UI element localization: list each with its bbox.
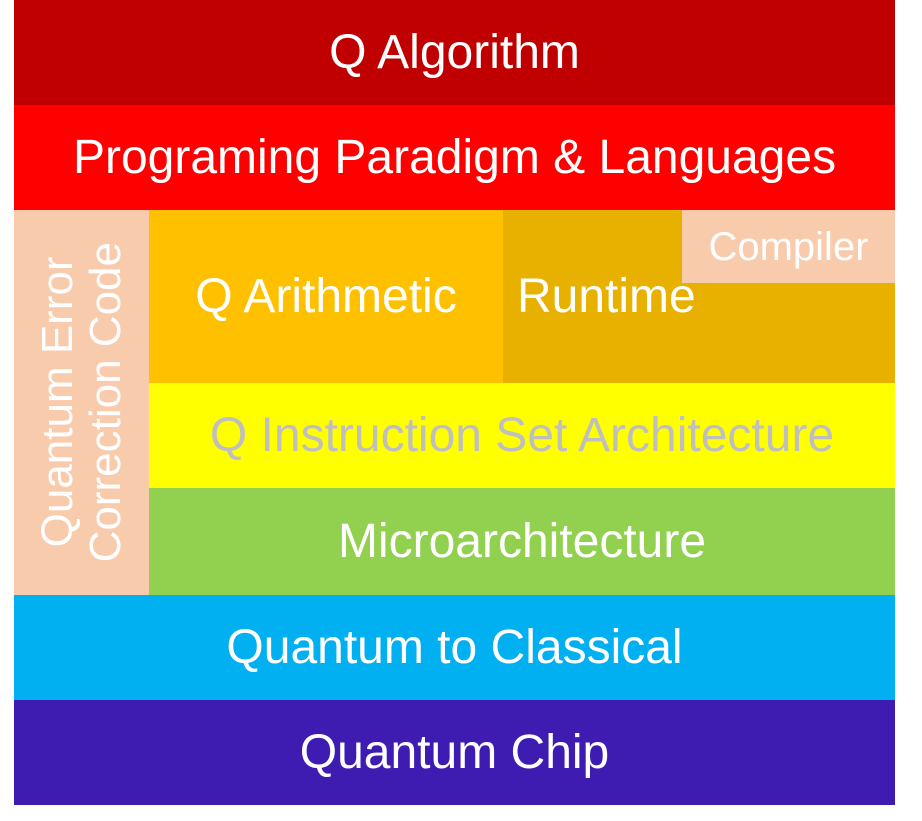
layer-programming-paradigm: Programing Paradigm & Languages	[14, 105, 895, 210]
layer-microarchitecture: Microarchitecture	[149, 488, 895, 595]
layer-programming-paradigm-label: Programing Paradigm & Languages	[72, 130, 837, 184]
layer-microarchitecture-label: Microarchitecture	[337, 514, 707, 568]
layer-quantum-chip-label: Quantum Chip	[299, 725, 610, 779]
layer-instruction-set-architecture-label: Q Instruction Set Architecture	[209, 408, 835, 462]
layer-compiler-label: Compiler	[708, 224, 869, 269]
layer-q-algorithm-label: Q Algorithm	[329, 25, 580, 79]
layer-instruction-set-architecture: Q Instruction Set Architecture	[149, 383, 895, 488]
layer-q-arithmetic: Q Arithmetic	[149, 210, 503, 383]
layer-q-arithmetic-label: Q Arithmetic	[195, 269, 457, 323]
layer-quantum-to-classical-label: Quantum to Classical	[226, 620, 683, 674]
layer-quantum-chip: Quantum Chip	[14, 700, 895, 805]
layer-quantum-error-correction: Quantum Error Correction Code	[14, 210, 149, 595]
layer-q-algorithm: Q Algorithm	[14, 0, 895, 105]
layer-quantum-to-classical: Quantum to Classical	[14, 595, 895, 700]
layer-runtime-label: Runtime	[517, 269, 696, 323]
quantum-error-correction-label: Quantum Error Correction Code	[32, 242, 130, 563]
quantum-error-correction-line1: Quantum Error	[32, 257, 82, 548]
quantum-error-correction-line2: Correction Code	[80, 242, 130, 563]
layer-compiler: Compiler	[682, 210, 895, 283]
